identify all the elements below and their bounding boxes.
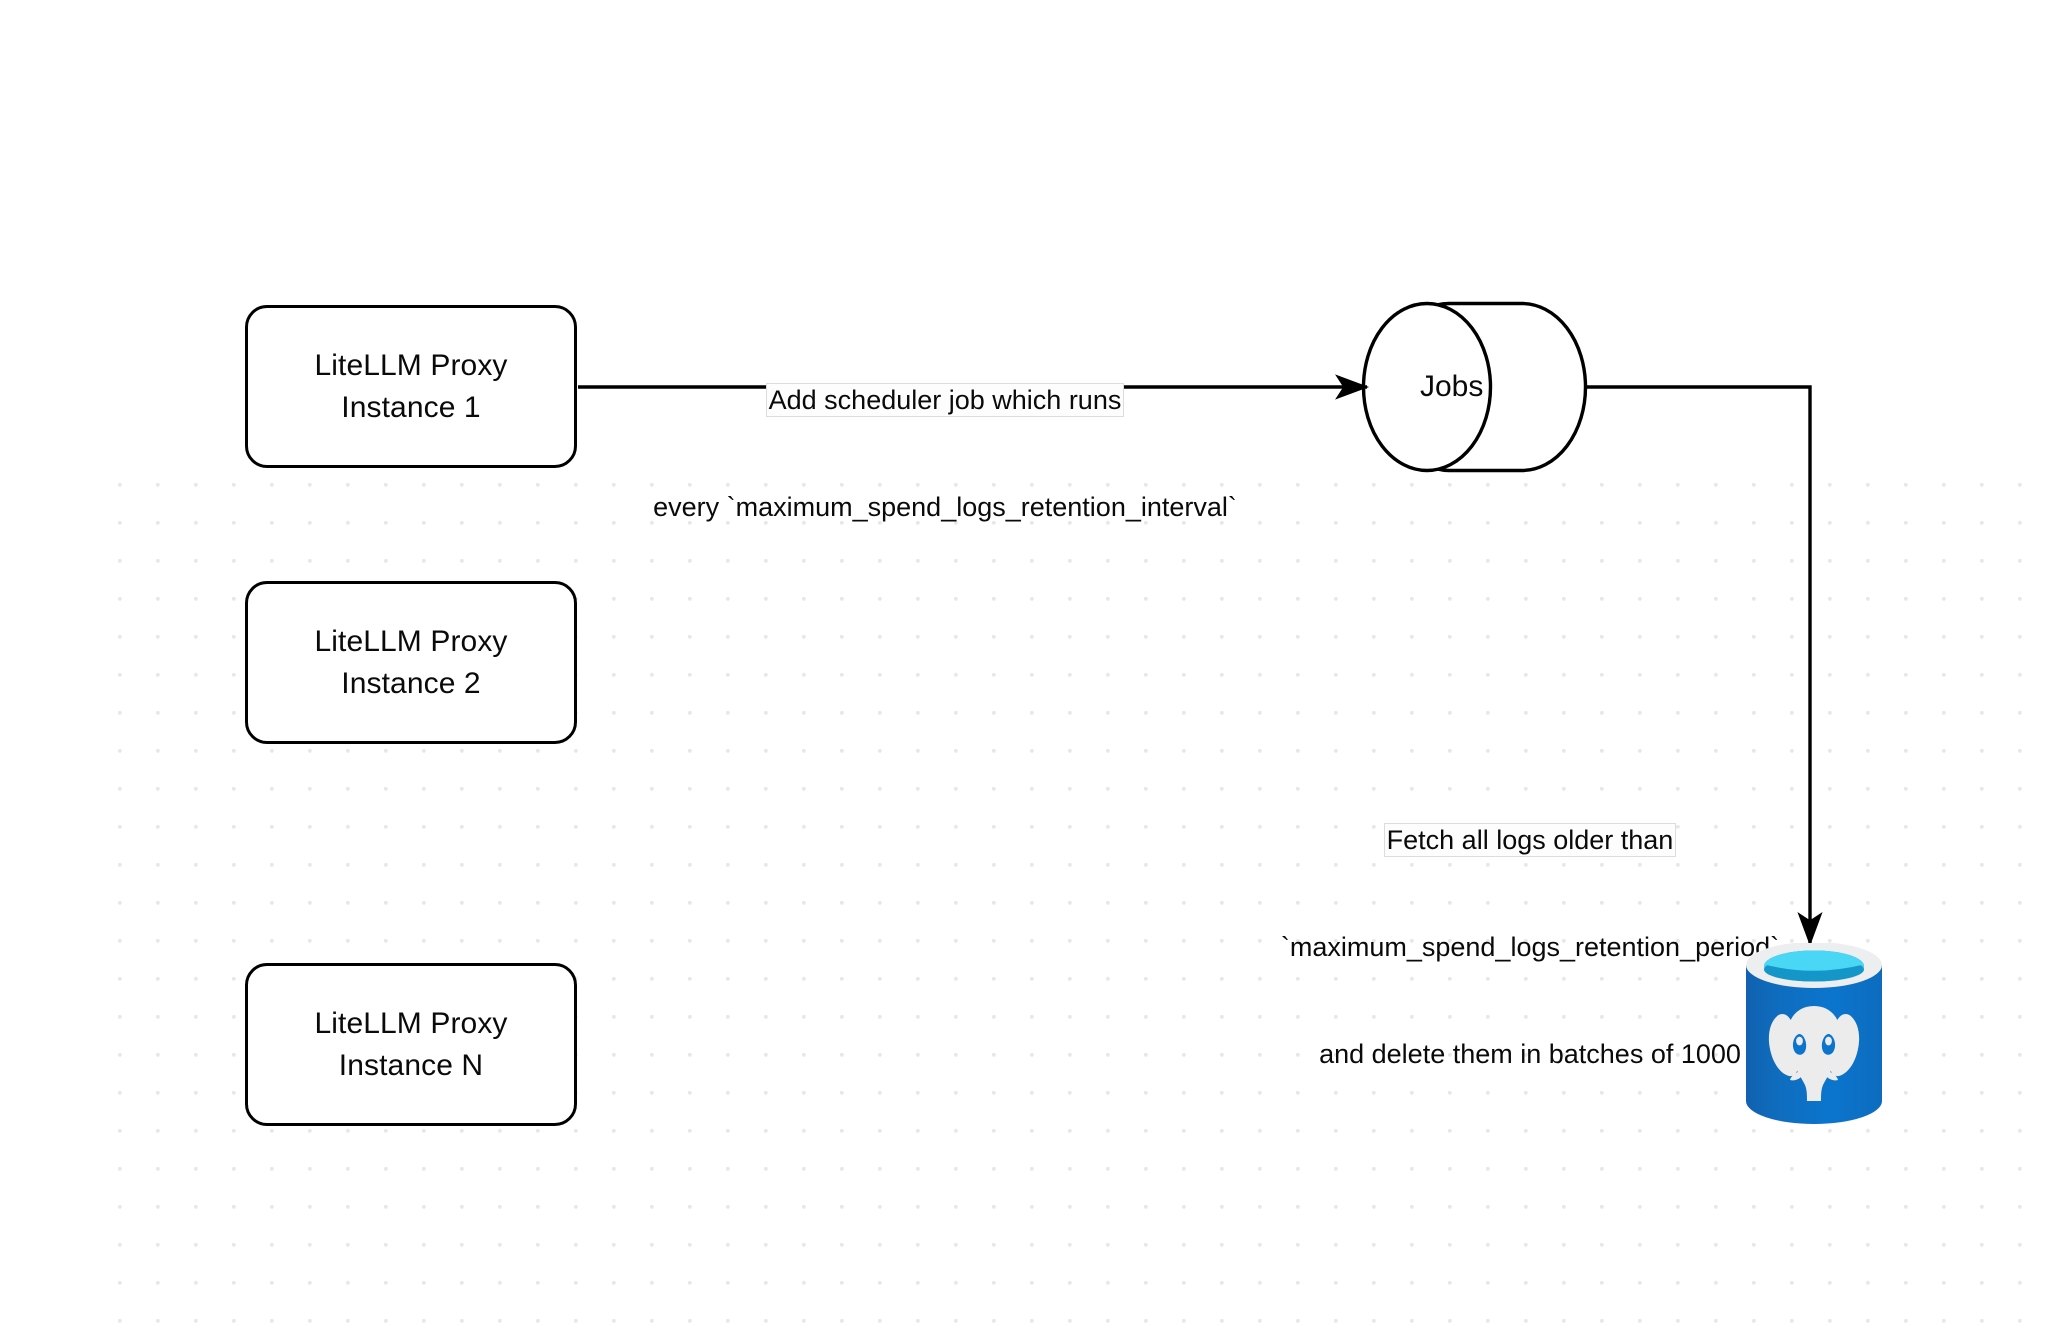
edge-label-line-1: Add scheduler job which runs — [765, 383, 1125, 418]
postgresql-database-icon[interactable] — [1744, 942, 1884, 1127]
node-label-line-2: Instance 2 — [341, 666, 481, 700]
node-litellm-proxy-instance-n[interactable]: LiteLLM Proxy Instance N — [245, 963, 577, 1126]
node-label-line-1: LiteLLM Proxy — [314, 625, 508, 659]
edge-label-line-3: and delete them in batches of 1000 — [1319, 1039, 1741, 1069]
elephant-glyph — [1768, 1006, 1860, 1101]
node-label-line-2: Instance 1 — [341, 390, 481, 424]
node-label-line-1: LiteLLM Proxy — [314, 349, 508, 383]
node-jobs-queue-label[interactable]: Jobs — [1420, 370, 1484, 403]
connector-jobs-to-database — [1585, 385, 1823, 947]
edge-label-line-2: every `maximum_spend_logs_retention_inte… — [653, 492, 1237, 523]
edge-label-jobs-to-database: Fetch all logs older than `maximum_spend… — [1240, 752, 1820, 1144]
node-litellm-proxy-instance-2[interactable]: LiteLLM Proxy Instance 2 — [245, 581, 577, 744]
node-litellm-proxy-instance-1[interactable]: LiteLLM Proxy Instance 1 — [245, 305, 577, 468]
node-label-line-1: LiteLLM Proxy — [314, 1007, 508, 1041]
node-label-line-2: Instance N — [338, 1048, 484, 1082]
jobs-cylinder-shape — [1361, 301, 1588, 473]
edge-label-line-1: Fetch all logs older than — [1383, 823, 1677, 858]
edge-label-proxy-to-jobs: Add scheduler job which runs every `maxi… — [585, 312, 1305, 597]
edge-label-line-2: `maximum_spend_logs_retention_period` — [1280, 932, 1780, 963]
